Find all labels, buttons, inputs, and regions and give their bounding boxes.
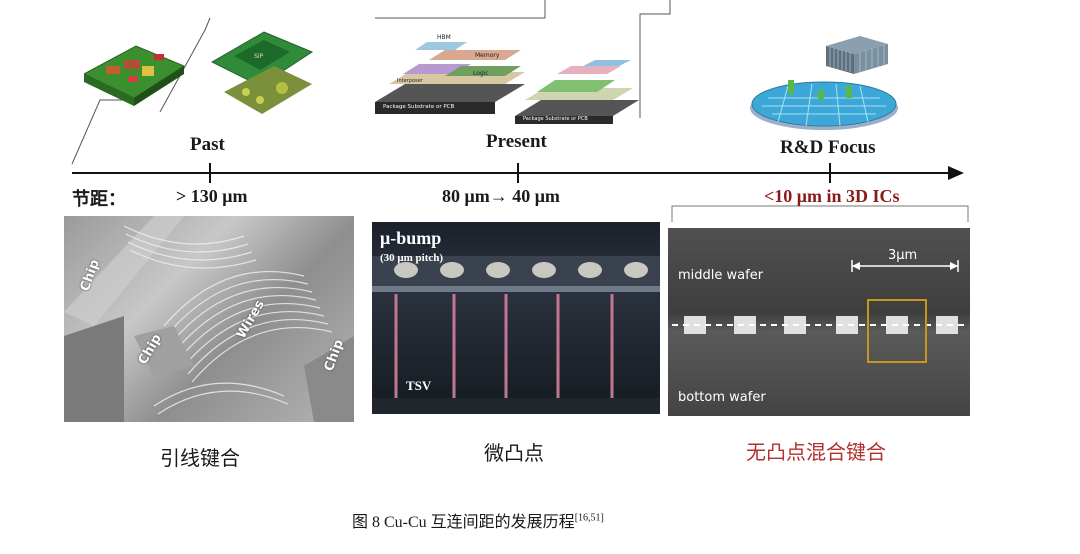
logic-label: Logic xyxy=(473,70,489,77)
era-label-rd-focus: R&D Focus xyxy=(780,137,876,158)
substrate-left-label: Package Substrate or PCB xyxy=(383,104,455,110)
rd-bracket xyxy=(671,205,969,222)
present-callout-line-2 xyxy=(639,0,671,118)
wire-bond-photo: Chip Chip Wires Chip xyxy=(64,216,354,422)
memory-label: Memory xyxy=(475,52,500,59)
hybrid-bonding-photo: middle wafer bottom wafer 3μm xyxy=(668,228,970,416)
micro-bump-photo: μ-bump (30 μm pitch) TSV xyxy=(372,222,660,414)
present-package-illustration: HBM Memory Logic Interposer Package Subs… xyxy=(375,26,643,124)
svg-text:SiP: SiP xyxy=(254,53,263,60)
caption-hybrid-bonding: 无凸点混合键合 xyxy=(746,440,886,464)
pitch-present: 80 μm→ 40 μm xyxy=(442,186,560,206)
middle-wafer-label: middle wafer xyxy=(678,268,764,283)
micro-bump-title: μ-bump xyxy=(380,228,442,248)
past-callout-line xyxy=(71,99,132,165)
era-label-past: Past xyxy=(190,134,225,155)
scale-bar-label: 3μm xyxy=(888,248,918,263)
figure-caption: 图 8 Cu-Cu 互连间距的发展历程[16,51] xyxy=(352,508,604,532)
rd-wafer-illustration xyxy=(750,36,898,130)
tsv-label: TSV xyxy=(406,378,432,393)
pitch-rd: <10 μm in 3D ICs xyxy=(764,186,900,206)
substrate-right-label: Package Substrate or PCB xyxy=(523,116,588,122)
micro-bump-subtitle: (30 μm pitch) xyxy=(380,252,444,264)
past-callout-line-2 xyxy=(159,17,211,113)
interposer-label: Interposer xyxy=(397,78,423,84)
hbm-label: HBM xyxy=(437,34,451,41)
pitch-heading: 节距： xyxy=(72,189,126,210)
caption-micro-bump: 微凸点 xyxy=(484,441,544,465)
timeline-arrowhead xyxy=(948,166,964,180)
caption-wire-bond: 引线键合 xyxy=(160,446,240,470)
era-label-present: Present xyxy=(486,131,547,152)
present-callout-line xyxy=(375,0,546,19)
bottom-wafer-label: bottom wafer xyxy=(678,390,766,405)
figure-caption-text: 图 8 Cu-Cu 互连间距的发展历程 xyxy=(352,514,575,531)
pitch-past: > 130 μm xyxy=(176,186,248,206)
figure-caption-ref: [16,51] xyxy=(574,512,604,524)
past-package-illustration: SiP xyxy=(84,31,314,114)
